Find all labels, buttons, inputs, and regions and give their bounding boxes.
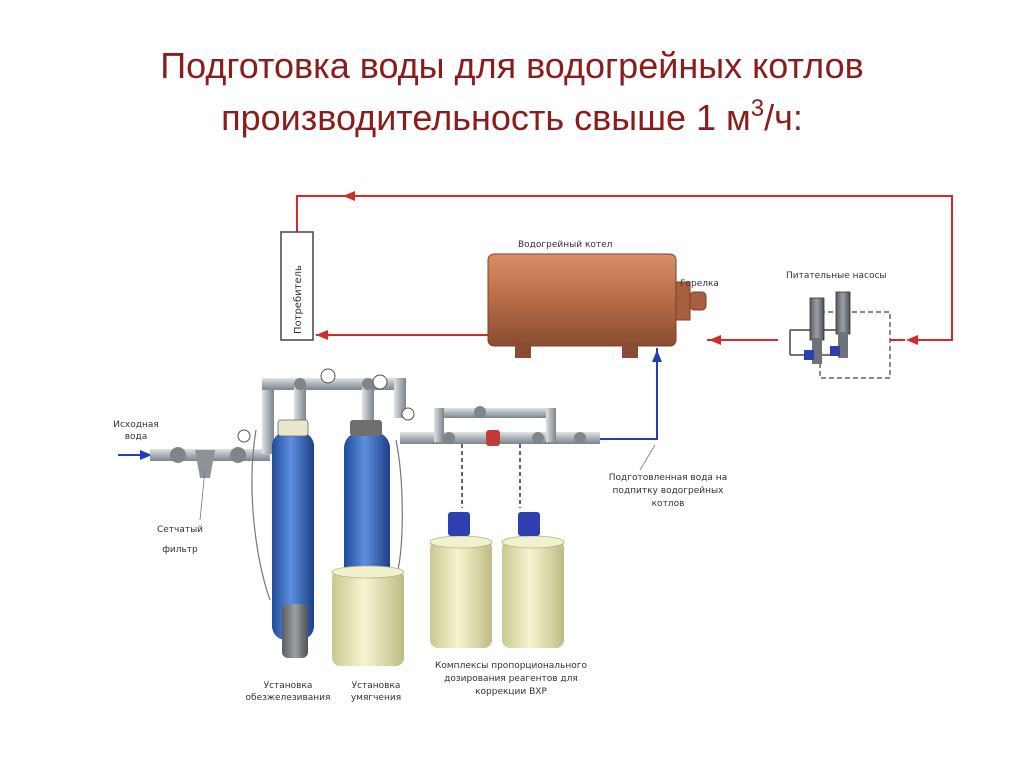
softening-label-1: Установка — [352, 681, 401, 691]
arrow-icon — [906, 335, 918, 345]
title-line-1: Подготовка воды для водогрейных котлов — [160, 45, 864, 86]
flow-arrows-blue — [140, 350, 662, 460]
flow-arrows-red — [316, 191, 918, 345]
boiler-label: Водогрейный котел — [518, 240, 612, 250]
valve-icon — [170, 447, 186, 463]
pressure-gauge-icon — [237, 429, 251, 443]
mesh-filter-label-1: Сетчатый — [157, 525, 203, 535]
iron-removal-label-2: обезжелезивания — [246, 693, 331, 703]
title-line-2-prefix: производительность свыше 1 м — [221, 97, 751, 138]
softening-unit — [251, 420, 405, 666]
arrow-icon — [652, 350, 662, 362]
return-line — [296, 195, 953, 341]
dosing-label-2: дозирования реагентов для — [444, 674, 578, 684]
arrow-icon — [140, 450, 152, 460]
arrow-icon — [709, 335, 721, 345]
dosing-pump-icon — [518, 512, 540, 536]
source-water-label-1: Исходная — [113, 420, 159, 430]
pressure-gauge-icon — [401, 407, 415, 421]
slide-title: Подготовка воды для водогрейных котлов п… — [0, 40, 1024, 144]
title-line-2: производительность свыше 1 м3/ч: — [0, 92, 1024, 144]
arrow-icon — [316, 330, 328, 340]
pressure-gauge-icon — [372, 374, 388, 390]
consumer-box: Потребитель — [280, 231, 314, 341]
prepared-water-label-1: Подготовленная вода на — [609, 473, 727, 483]
valve-icon — [574, 432, 586, 444]
valve-icon — [532, 432, 544, 444]
makeup-water-line — [598, 348, 658, 440]
dosing-unit-1 — [429, 444, 493, 648]
valve-icon — [230, 447, 246, 463]
burner-label: Горелка — [680, 279, 719, 289]
valve-icon — [804, 350, 814, 360]
dosing-pump-icon — [448, 512, 470, 536]
diagram-labels: Исходная вода Сетчатый фильтр Подготовле… — [113, 420, 727, 703]
iron-removal-label-1: Установка — [264, 681, 313, 691]
softening-label-2: умягчения — [351, 693, 401, 703]
arrow-icon — [343, 191, 355, 201]
dosing-label-3: коррекции ВХР — [475, 687, 547, 697]
valve-icon — [830, 346, 840, 356]
title-superscript: 3 — [750, 95, 765, 122]
valve-icon — [294, 378, 306, 390]
source-water-label-2: вода — [125, 432, 148, 442]
mesh-filter-label-2: фильтр — [162, 545, 198, 555]
valves — [170, 368, 586, 478]
valve-icon — [362, 378, 374, 390]
valve-icon — [474, 406, 486, 418]
title-line-2-suffix: /ч: — [764, 97, 803, 138]
dosing-unit-2 — [501, 444, 565, 648]
valve-icon — [443, 432, 455, 444]
feed-pumps-label: Питательные насосы — [786, 271, 887, 281]
water-meter-icon — [486, 430, 500, 446]
consumer-label: Потребитель — [293, 265, 304, 334]
boiler: Водогрейный котел Горелка — [487, 240, 719, 358]
pressure-gauge-icon — [320, 368, 336, 384]
feed-pumps: Питательные насосы — [786, 271, 891, 379]
iron-removal-unit — [272, 419, 314, 658]
dosing-label-1: Комплексы пропорционального — [435, 661, 587, 671]
leader-lines — [199, 444, 656, 521]
prepared-water-label-3: котлов — [652, 499, 685, 509]
mesh-filter-icon — [195, 450, 215, 478]
prepared-water-label-2: подпитку водогрейных — [613, 486, 725, 496]
